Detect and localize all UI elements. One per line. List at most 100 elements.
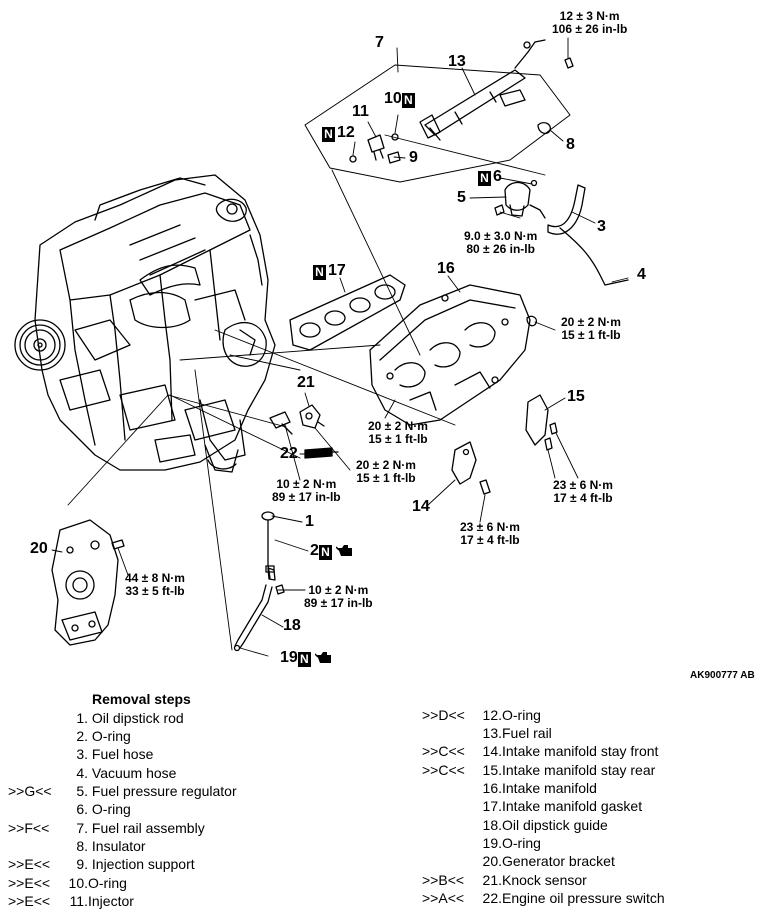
- intake-manifold-stay-rear: [525, 394, 558, 451]
- step-number: 4.: [76, 765, 88, 781]
- list-item: >>B<<21.Knock sensor: [422, 871, 587, 889]
- torque-imperial: 33 ± 5 ft-lb: [125, 584, 185, 598]
- step-name: Intake manifold stay front: [502, 743, 659, 759]
- step-name: Generator bracket: [502, 853, 615, 869]
- torque-imperial: 80 ± 26 in-lb: [466, 242, 535, 256]
- step-number: 20.: [482, 853, 502, 869]
- list-item: 3. Fuel hose: [8, 745, 153, 763]
- torque-imperial: 17 ± 4 ft-lb: [553, 491, 613, 505]
- torque-stay-rear: 23 ± 6 N·m 17 ± 4 ft-lb: [553, 479, 613, 505]
- step-name: Injector: [88, 893, 134, 909]
- torque-nm: 20 ± 2 N·m: [561, 315, 621, 329]
- step-number: 5.: [76, 783, 88, 799]
- step-number: 6.: [76, 801, 88, 817]
- step-tag: >>E<<: [8, 893, 51, 909]
- list-item: >>C<<14.Intake manifold stay front: [422, 742, 658, 760]
- list-item: >>G<<5. Fuel pressure regulator: [8, 782, 237, 800]
- list-item: 1. Oil dipstick rod: [8, 709, 184, 727]
- callout-20: 20: [30, 540, 48, 557]
- torque-manifold-nut: 20 ± 2 N·m 15 ± 1 ft-lb: [561, 316, 621, 342]
- engine-block: [34, 174, 276, 473]
- torque-imperial: 15 ± 1 ft-lb: [356, 471, 416, 485]
- step-name: Fuel rail: [502, 725, 552, 741]
- step-name: O-ring: [502, 835, 541, 851]
- list-item: 17.Intake manifold gasket: [422, 797, 643, 815]
- callout-16: 16: [437, 260, 455, 277]
- crank-pulley: [14, 319, 66, 371]
- torque-nm: 20 ± 2 N·m: [356, 458, 416, 472]
- list-item: >>A<<22.Engine oil pressure switch: [422, 889, 665, 907]
- torque-nm: 10 ± 2 N·m: [276, 477, 337, 491]
- callout-5: 5: [457, 189, 466, 206]
- torque-imperial: 17 ± 4 ft-lb: [460, 533, 520, 547]
- step-number: 9.: [76, 856, 88, 872]
- generator-bracket: [51, 519, 125, 646]
- step-tag: >>G<<: [8, 783, 52, 799]
- callout-3: 3: [597, 218, 606, 235]
- callout-4: 4: [637, 266, 646, 283]
- torque-nm: 20 ± 2 N·m: [368, 419, 428, 433]
- removal-steps-title: Removal steps: [92, 691, 191, 707]
- torque-knock-sensor: 20 ± 2 N·m 15 ± 1 ft-lb: [356, 459, 416, 485]
- callout-17-number: 17: [328, 262, 346, 279]
- step-number: 22.: [482, 890, 502, 906]
- new-part-mark: N: [318, 545, 332, 560]
- callout-7: 7: [375, 34, 384, 51]
- list-item: >>E<<9. Injection support: [8, 855, 195, 873]
- step-number: 7.: [76, 820, 88, 836]
- torque-imperial: 89 ± 17 in-lb: [272, 490, 341, 504]
- callout-6-number: 6: [493, 168, 502, 185]
- step-number: 3.: [76, 746, 88, 762]
- torque-imperial: 15 ± 1 ft-lb: [561, 328, 621, 342]
- torque-imperial: 106 ± 26 in-lb: [552, 22, 628, 36]
- callout-11: 11: [352, 103, 369, 120]
- step-name: Fuel rail assembly: [91, 820, 205, 836]
- callout-8: 8: [566, 136, 575, 153]
- step-number: 8.: [76, 838, 88, 854]
- step-name: Oil dipstick guide: [502, 817, 608, 833]
- step-tag: >>C<<: [422, 762, 465, 778]
- torque-imperial: 89 ± 17 in-lb: [304, 596, 373, 610]
- step-name: Insulator: [91, 838, 146, 854]
- list-item: 19.O-ring: [422, 834, 541, 852]
- fuel-pressure-regulator: [494, 179, 546, 219]
- list-item: >>C<<15.Intake manifold stay rear: [422, 761, 655, 779]
- list-item: 20.Generator bracket: [422, 852, 615, 870]
- step-number: 10.: [68, 875, 88, 891]
- step-number: 21.: [482, 872, 502, 888]
- torque-generator-bracket: 44 ± 8 N·m 33 ± 5 ft-lb: [125, 572, 185, 598]
- torque-nm: 9.0 ± 3.0 N·m: [464, 229, 538, 243]
- step-number: 1.: [76, 710, 88, 726]
- new-part-mark: N: [297, 652, 311, 667]
- new-part-mark: N: [313, 265, 326, 280]
- torque-dipstick-guide: 10 ± 2 N·m 89 ± 17 in-lb: [304, 584, 373, 610]
- step-tag: >>B<<: [422, 872, 465, 888]
- torque-stay-front: 23 ± 6 N·m 17 ± 4 ft-lb: [460, 521, 520, 547]
- step-tag: >>F<<: [8, 820, 50, 836]
- torque-nm: 23 ± 6 N·m: [553, 478, 613, 492]
- list-item: >>D<<12.O-ring: [422, 706, 541, 724]
- step-name: Intake manifold gasket: [502, 798, 643, 814]
- list-item: 6. O-ring: [8, 800, 130, 818]
- callout-1: 1: [305, 513, 314, 530]
- step-number: 18.: [482, 817, 502, 833]
- callout-22: 22: [280, 445, 298, 462]
- step-name: Oil dipstick rod: [91, 710, 184, 726]
- torque-nm: 23 ± 6 N·m: [460, 520, 520, 534]
- list-item: 18.Oil dipstick guide: [422, 816, 608, 834]
- step-number: 15.: [482, 762, 502, 778]
- callout-18: 18: [283, 617, 301, 634]
- oil-dipstick-guide: [233, 567, 285, 652]
- oil-can-icon: [314, 652, 331, 663]
- step-number: 17.: [482, 798, 502, 814]
- step-name: O-ring: [502, 707, 541, 723]
- step-number: 11.: [69, 893, 88, 909]
- torque-nm: 10 ± 2 N·m: [308, 583, 369, 597]
- list-item: >>E<<10.O-ring: [8, 874, 127, 892]
- fuel-rail: [419, 39, 546, 141]
- exploded-parts-diagram: [14, 37, 629, 657]
